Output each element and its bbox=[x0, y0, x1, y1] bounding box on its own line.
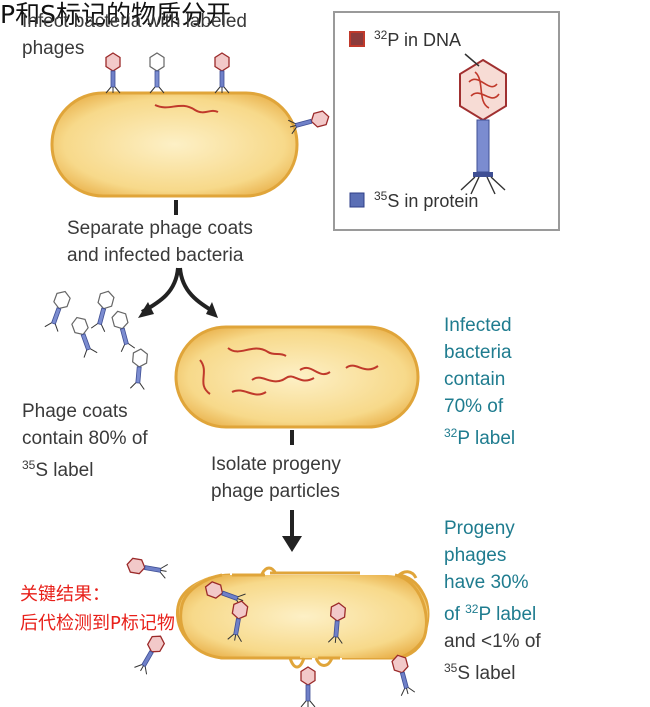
protein-legend-swatch bbox=[349, 192, 365, 208]
progeny-phage-icon bbox=[125, 556, 169, 579]
progeny-phage-icon bbox=[300, 666, 316, 707]
phage-coat-icon bbox=[44, 288, 73, 333]
key-result-label: 关键结果：后代检测到P标记物 bbox=[20, 584, 175, 634]
dna-legend-swatch bbox=[349, 31, 365, 47]
phage-icon bbox=[287, 109, 332, 135]
phage-coat-icon bbox=[90, 288, 116, 333]
progeny-phage-icon bbox=[133, 632, 168, 675]
phage-coat-icon bbox=[69, 314, 98, 359]
bacterium-middle bbox=[174, 325, 420, 429]
legend-phage-icon bbox=[459, 53, 507, 195]
bacterium-top bbox=[50, 91, 299, 198]
progeny-phage-icon bbox=[390, 652, 416, 697]
phage-coat-icon bbox=[129, 347, 149, 391]
legend-box bbox=[333, 11, 560, 231]
protein-legend-label: 35S in protein bbox=[374, 189, 479, 211]
phage-coat-icon bbox=[110, 308, 136, 353]
dna-legend-label: 32P in DNA bbox=[374, 28, 462, 50]
annotation-cn: P和S标记的物质分开 bbox=[0, 0, 231, 29]
